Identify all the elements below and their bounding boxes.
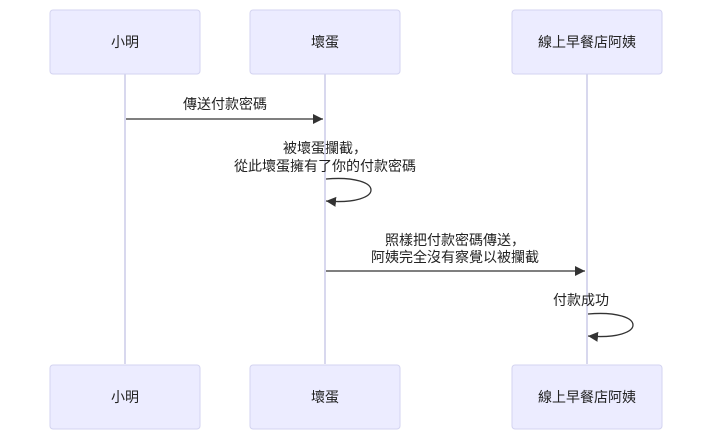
message-label: 付款成功 xyxy=(553,293,609,309)
actor-label: 線上早餐店阿姨 xyxy=(538,390,636,406)
self-loop-arrow xyxy=(325,177,372,207)
actor-label: 小明 xyxy=(111,390,139,406)
message-label: 被壞蛋攔截， xyxy=(283,141,367,157)
message-label: 阿姨完全沒有察覺以被攔截 xyxy=(371,249,539,266)
message-intercepted: 被壞蛋攔截， 從此壞蛋擁有了你的付款密碼 xyxy=(234,141,416,207)
message-payment-success: 付款成功 xyxy=(553,293,634,342)
self-loop-arrow xyxy=(587,312,634,342)
message-forward-password: 照樣把付款密碼傳送， 阿姨完全沒有察覺以被攔截 xyxy=(326,232,585,276)
message-send-password: 傳送付款密碼 xyxy=(126,96,323,124)
actor-bottom-xiaoming: 小明 xyxy=(49,364,201,430)
message-label: 照樣把付款密碼傳送， xyxy=(385,232,525,249)
message-label: 傳送付款密碼 xyxy=(183,96,267,113)
actor-bottom-ayi: 線上早餐店阿姨 xyxy=(511,364,663,430)
actor-label: 壞蛋 xyxy=(311,35,339,51)
actor-top-ayi: 線上早餐店阿姨 xyxy=(511,9,663,75)
actor-top-huaidan: 壞蛋 xyxy=(249,9,401,75)
actor-top-xiaoming: 小明 xyxy=(49,9,201,75)
actor-label: 線上早餐店阿姨 xyxy=(538,35,636,51)
actor-bottom-huaidan: 壞蛋 xyxy=(249,364,401,430)
message-label: 從此壞蛋擁有了你的付款密碼 xyxy=(234,158,416,175)
actor-label: 小明 xyxy=(111,35,139,51)
actor-label: 壞蛋 xyxy=(311,390,339,406)
